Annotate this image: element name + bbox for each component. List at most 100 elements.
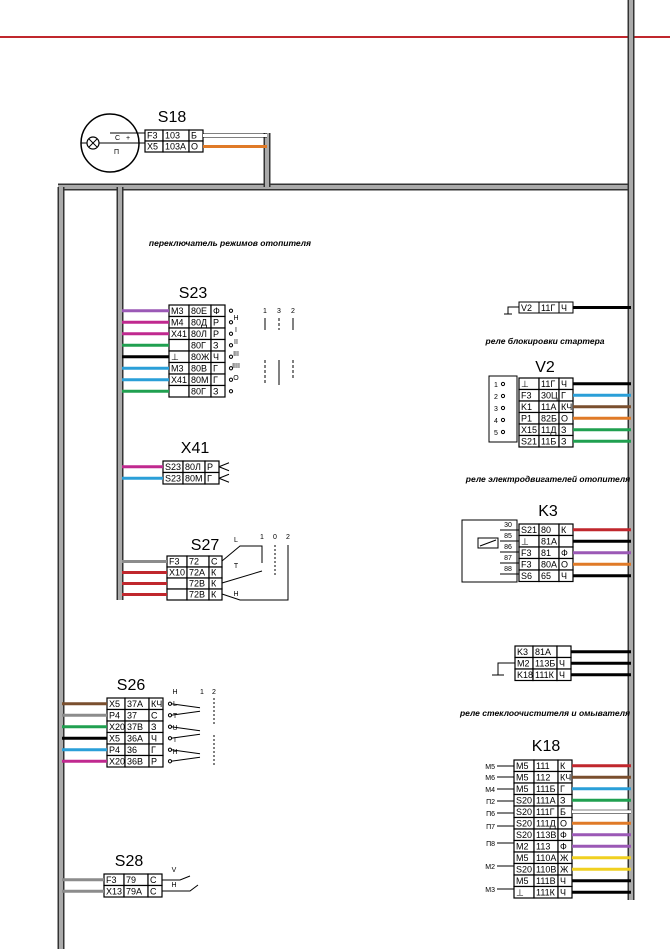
- s26-cell-text: P4: [109, 711, 120, 721]
- s23-cell-text: X41: [171, 329, 187, 339]
- k18-cell-text: M5: [516, 773, 529, 783]
- k18-cell-text: 110В: [536, 865, 556, 875]
- s26-cell-text: 36: [127, 745, 137, 755]
- lamp-icon-x2: [88, 138, 98, 148]
- ground-icon: [492, 662, 515, 676]
- s26-cell-text: Г: [151, 745, 156, 755]
- s28-switch-symbol: VH: [162, 867, 199, 892]
- k18-cell-text: 111: [536, 761, 550, 771]
- s23-cell-text: 80В: [191, 364, 207, 374]
- s27-cell-text: X10: [169, 568, 185, 578]
- s28-sw-label: H: [171, 882, 176, 889]
- v2-pin: 5: [494, 430, 498, 437]
- s26-cell-text: X5: [109, 699, 120, 709]
- s23-cell-text: 80Г: [191, 387, 206, 397]
- s23-sw-label: IIII: [232, 363, 240, 370]
- s26-label: S26: [117, 677, 146, 694]
- k3-cell-text: Ф: [561, 548, 568, 558]
- v2-cell-text: F3: [521, 391, 532, 401]
- k3-cell-text: 80: [541, 525, 551, 535]
- k18-label: K18: [532, 738, 561, 755]
- s27-col: 2: [286, 534, 290, 541]
- k18-cell-text: S20: [516, 865, 532, 875]
- k3-pin: 85: [504, 533, 512, 540]
- x41-label: X41: [181, 440, 210, 457]
- k18-group-label: M2: [485, 864, 495, 871]
- caption-k3: реле электродвигателей отопителя: [465, 474, 630, 484]
- v2-pin-circle: [500, 429, 506, 435]
- k3-pin: 88: [504, 566, 512, 573]
- k18-cell-text: 113: [536, 842, 550, 852]
- x41-cell-text: 80Л: [185, 462, 201, 472]
- s26-switch-symbol: 12НLTUIH: [167, 689, 216, 765]
- k3-cell-text: Ч: [561, 571, 567, 581]
- s23-cell-text: 80М: [191, 375, 209, 385]
- v2-label: V2: [535, 359, 555, 376]
- s23-cell-text: Ф: [213, 306, 220, 316]
- s27-cell-text: 72А: [189, 568, 205, 578]
- s23-contact: [228, 343, 234, 348]
- k18-cell-text: S20: [516, 796, 532, 806]
- s18-cell-text: 103: [165, 131, 180, 141]
- k18-cell-text: 111Б: [536, 784, 556, 794]
- v2-pin: 4: [494, 418, 498, 425]
- k18-cell-text: S20: [516, 819, 532, 829]
- s27-cell-text: 72В: [189, 579, 205, 589]
- k3-cell-text: 80А: [541, 560, 557, 570]
- s27-sw-label: H: [233, 591, 238, 598]
- v2-cell-text: 11А: [541, 402, 556, 412]
- s18-cell-text: X5: [147, 142, 158, 152]
- s26-cell-text: 36В: [127, 757, 143, 767]
- s26-cell-text: З: [151, 722, 156, 732]
- s18-cell-text: F3: [147, 131, 158, 141]
- k18-cell-text: 110А: [536, 853, 556, 863]
- gnd-cell-text: M2: [517, 659, 530, 669]
- caption-v2: реле блокировки стартера: [485, 336, 605, 346]
- s18-pin-p: П: [114, 149, 119, 156]
- s28-cell-text: С: [150, 875, 157, 885]
- s23-contact: [228, 354, 234, 359]
- s27-cell-text: К: [211, 590, 217, 600]
- s27-cell-text: 72: [189, 557, 199, 567]
- v2-pin-circle: [500, 405, 506, 411]
- v2-cell-text: 11Б: [541, 437, 556, 447]
- k18-cell-text: К: [560, 761, 566, 771]
- v2-cell-text: P1: [521, 414, 532, 424]
- s23-contact: [228, 366, 234, 371]
- s26-cell-text: X5: [109, 734, 120, 744]
- s23-sw-label: II: [234, 339, 238, 346]
- x41-cell-text: Г: [207, 474, 212, 484]
- s18-cell-text: 103А: [165, 142, 186, 152]
- s27-cell-text: С: [211, 557, 218, 567]
- k3-cell-text: F3: [521, 548, 532, 558]
- s27-label: S27: [191, 537, 220, 554]
- s26-cell: [148, 754, 164, 768]
- v2-cell-text: 30Ц: [541, 391, 558, 401]
- s26-cell-text: С: [151, 711, 158, 721]
- k18-cell-text: 112: [536, 773, 550, 783]
- k18-group-label: П8: [486, 841, 495, 848]
- s23-cell-text: З: [213, 387, 218, 397]
- v2-cell-text: ⊥: [521, 379, 529, 389]
- s23-cell: [210, 384, 226, 398]
- k18-cell-text: M2: [516, 842, 529, 852]
- v2-pin: 2: [494, 394, 498, 401]
- s23-cell-text: З: [213, 341, 218, 351]
- k18-cell-text: ⊥: [516, 888, 524, 898]
- v2-cell-text: КЧ: [561, 402, 572, 412]
- s18-label: S18: [158, 109, 187, 126]
- k18-cell-text: Ф: [560, 830, 567, 840]
- k18-cell-text: Ч: [560, 888, 566, 898]
- s23-col: 3: [277, 308, 281, 315]
- s18-pin-c: С: [115, 135, 120, 142]
- caption-k18: реле стеклоочистителя и омывателя: [459, 708, 630, 718]
- s23-col: 1: [263, 308, 267, 315]
- gnd-cell-text: 113Б: [535, 659, 555, 669]
- s26-cell-text: КЧ: [151, 699, 162, 709]
- k3-cell-text: F3: [521, 560, 532, 570]
